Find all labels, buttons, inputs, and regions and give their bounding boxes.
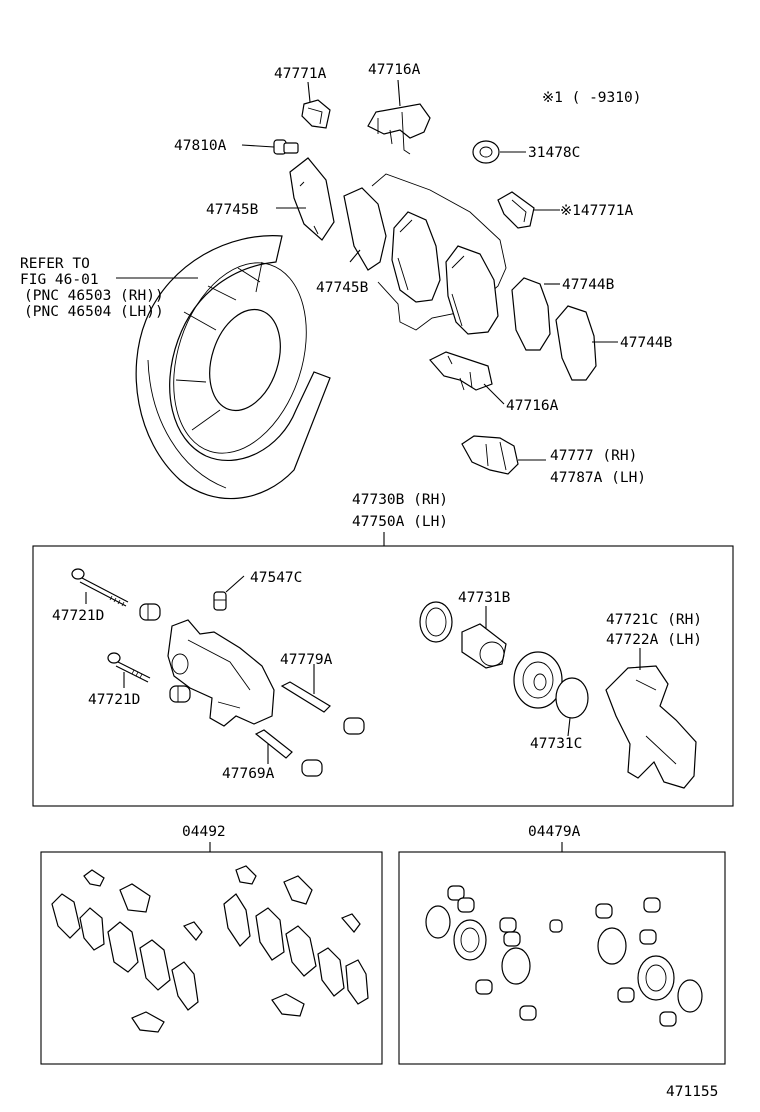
- label-47744b-bottom: 47744B: [620, 335, 673, 351]
- guide-pin-47769a: [254, 729, 293, 759]
- label-47547c: 47547C: [250, 570, 302, 586]
- leader-47731c: [567, 717, 571, 737]
- label-47745b-mid: 47745B: [316, 280, 369, 296]
- bolt-47810a: [273, 139, 299, 155]
- piston-ring-assembly: [513, 651, 563, 709]
- caliper-assembly-box: [32, 545, 734, 807]
- piston-seal-47731c: [555, 677, 589, 719]
- shim-clip-right: [497, 191, 535, 229]
- pad-kit-parts: [51, 865, 369, 1033]
- pad-clip-47771a: [301, 99, 331, 129]
- wear-indicator: [461, 435, 519, 475]
- shim-47744b-bottom: [555, 305, 597, 381]
- piston-47731b: [461, 623, 507, 669]
- label-47721d-upper: 47721D: [52, 608, 104, 624]
- brake-pad-inner: [391, 211, 441, 303]
- label-47731b: 47731B: [458, 590, 511, 606]
- label-47731c: 47731C: [530, 736, 582, 752]
- leader-47716a-bottom: [483, 383, 505, 405]
- shim-47744b-top: [511, 277, 551, 351]
- dust-seal-ring: [419, 601, 453, 643]
- label-47750a-lh: 47750A (LH): [352, 514, 448, 530]
- bolt-47721d-upper: [71, 568, 129, 607]
- bleeder-screw: [213, 591, 227, 611]
- label-47769a: 47769A: [222, 766, 275, 782]
- label-47779a: 47779A: [280, 652, 333, 668]
- refer-lh-label: (PNC 46504 (LH)): [24, 304, 164, 320]
- seal-kit-parts: [425, 885, 703, 1027]
- label-47730b-rh: 47730B (RH): [352, 492, 448, 508]
- label-04479a: 04479A: [528, 824, 581, 840]
- caliper-boot-1: [139, 603, 161, 621]
- leader-47547c: [225, 575, 245, 593]
- label-47744b-top: 47744B: [562, 277, 615, 293]
- refer-fig-label: FIG 46-01: [20, 272, 99, 288]
- leader-47810a: [241, 144, 275, 148]
- label-47716a-top: 47716A: [368, 62, 421, 78]
- shim-47745b-mid: [343, 187, 387, 271]
- shim-47745b-top: [289, 157, 335, 241]
- label-47721c-rh: 47721C (RH): [606, 612, 702, 628]
- caliper-body: [167, 619, 275, 727]
- label-47722a-lh: 47722A (LH): [606, 632, 702, 648]
- brake-pad-outer: [445, 245, 499, 335]
- note-label: ※1 ( -9310): [542, 90, 641, 106]
- disc-dust-shield: [135, 235, 331, 500]
- anti-rattle-spring-bottom: [429, 351, 493, 391]
- guide-pin-47779a: [280, 681, 331, 713]
- mounting-bracket: [605, 665, 697, 789]
- label-47716a-bottom: 47716A: [506, 398, 559, 414]
- refer-rh-label: (PNC 46503 (RH)): [24, 288, 164, 304]
- label-47721d-lower: 47721D: [88, 692, 140, 708]
- seal-kit-box: [398, 851, 726, 1065]
- bolt-47721d-lower: [107, 652, 151, 683]
- label-47771a: 47771A: [274, 66, 327, 82]
- label-47787a-lh: 47787A (LH): [550, 470, 646, 486]
- label-31478c: 31478C: [528, 145, 580, 161]
- pad-kit-box: [40, 851, 383, 1065]
- label-47777-rh: 47777 (RH): [550, 448, 637, 464]
- leader-47771a: [307, 81, 311, 103]
- caliper-boot-2: [169, 685, 191, 703]
- pin-boot-a: [343, 717, 365, 735]
- anti-rattle-spring-top: [367, 103, 431, 155]
- label-47745b-top: 47745B: [206, 202, 259, 218]
- refer-to-label: REFER TO: [20, 256, 90, 272]
- leader-47716a-top: [397, 79, 401, 107]
- label-04492: 04492: [182, 824, 226, 840]
- label-47810a: 47810A: [174, 138, 227, 154]
- leader-47745b-mid: [349, 249, 361, 263]
- pin-boot-b: [301, 759, 323, 777]
- boot-31478c: [472, 140, 500, 164]
- figure-number: 471155: [666, 1084, 718, 1100]
- label-shim-right: ※147771A: [560, 203, 634, 219]
